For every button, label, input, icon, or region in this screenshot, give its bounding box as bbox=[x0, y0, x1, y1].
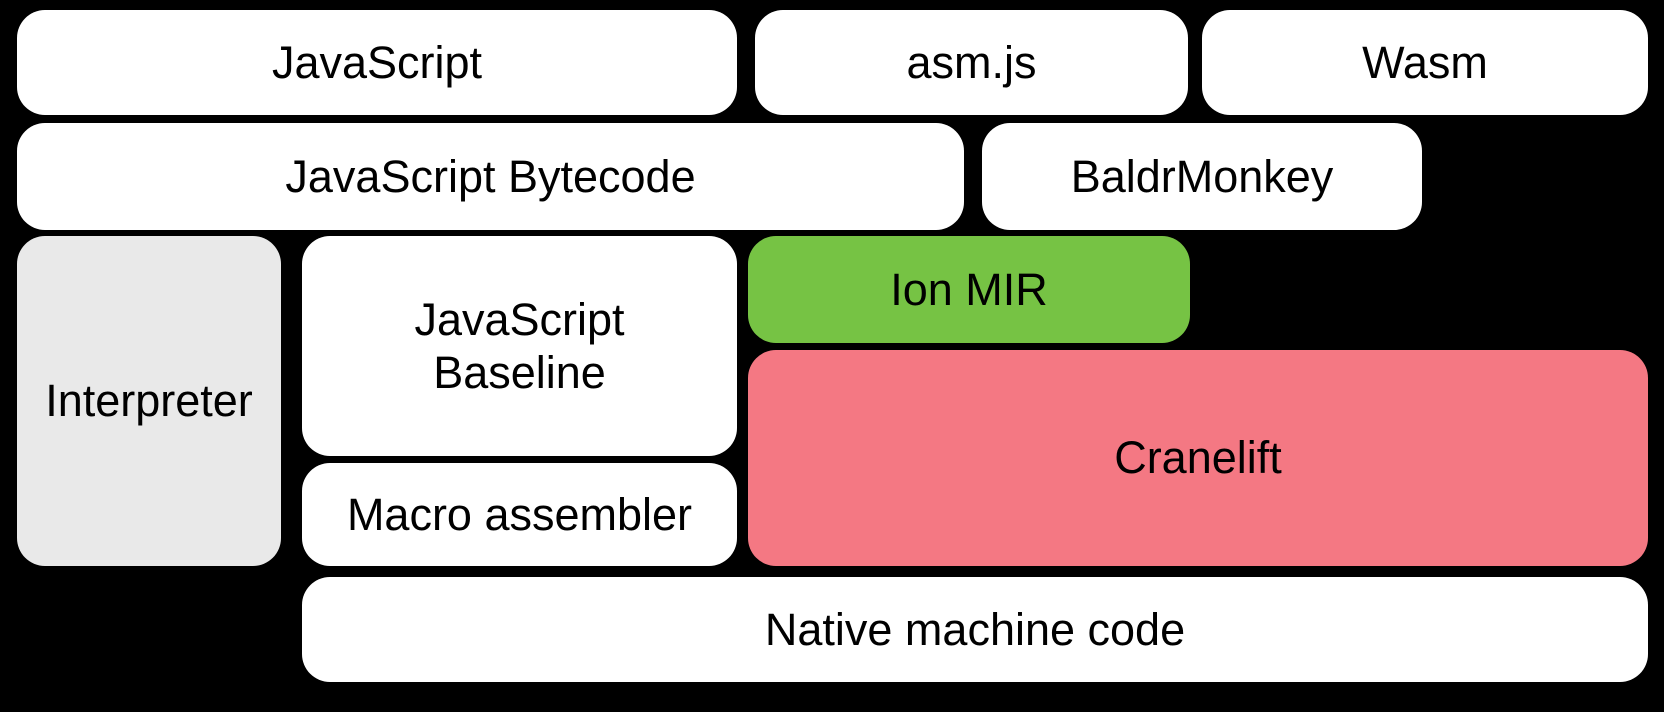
box-cranelift: Cranelift bbox=[748, 350, 1648, 566]
box-javascript-label: JavaScript bbox=[271, 36, 483, 88]
box-javascript-bytecode: JavaScript Bytecode bbox=[17, 123, 964, 230]
box-baldrmonkey-label: BaldrMonkey bbox=[1070, 150, 1334, 202]
box-baldrmonkey: BaldrMonkey bbox=[982, 123, 1422, 230]
box-javascript-baseline-label: JavaScript Baseline bbox=[414, 293, 625, 398]
box-ion-mir-label: Ion MIR bbox=[890, 263, 1048, 315]
box-native-machine-code: Native machine code bbox=[302, 577, 1648, 682]
box-javascript-baseline: JavaScript Baseline bbox=[302, 236, 737, 456]
box-interpreter-label: Interpreter bbox=[45, 375, 253, 427]
box-macro-assembler-label: Macro assembler bbox=[346, 488, 693, 540]
box-asmjs-label: asm.js bbox=[906, 36, 1037, 88]
box-cranelift-label: Cranelift bbox=[1114, 432, 1282, 484]
box-wasm: Wasm bbox=[1202, 10, 1648, 115]
box-interpreter: Interpreter bbox=[17, 236, 281, 566]
box-javascript: JavaScript bbox=[17, 10, 737, 115]
box-native-machine-code-label: Native machine code bbox=[764, 603, 1186, 655]
box-macro-assembler: Macro assembler bbox=[302, 463, 737, 566]
box-javascript-bytecode-label: JavaScript Bytecode bbox=[285, 150, 696, 202]
box-ion-mir: Ion MIR bbox=[748, 236, 1190, 343]
box-wasm-label: Wasm bbox=[1362, 36, 1488, 88]
box-asmjs: asm.js bbox=[755, 10, 1188, 115]
